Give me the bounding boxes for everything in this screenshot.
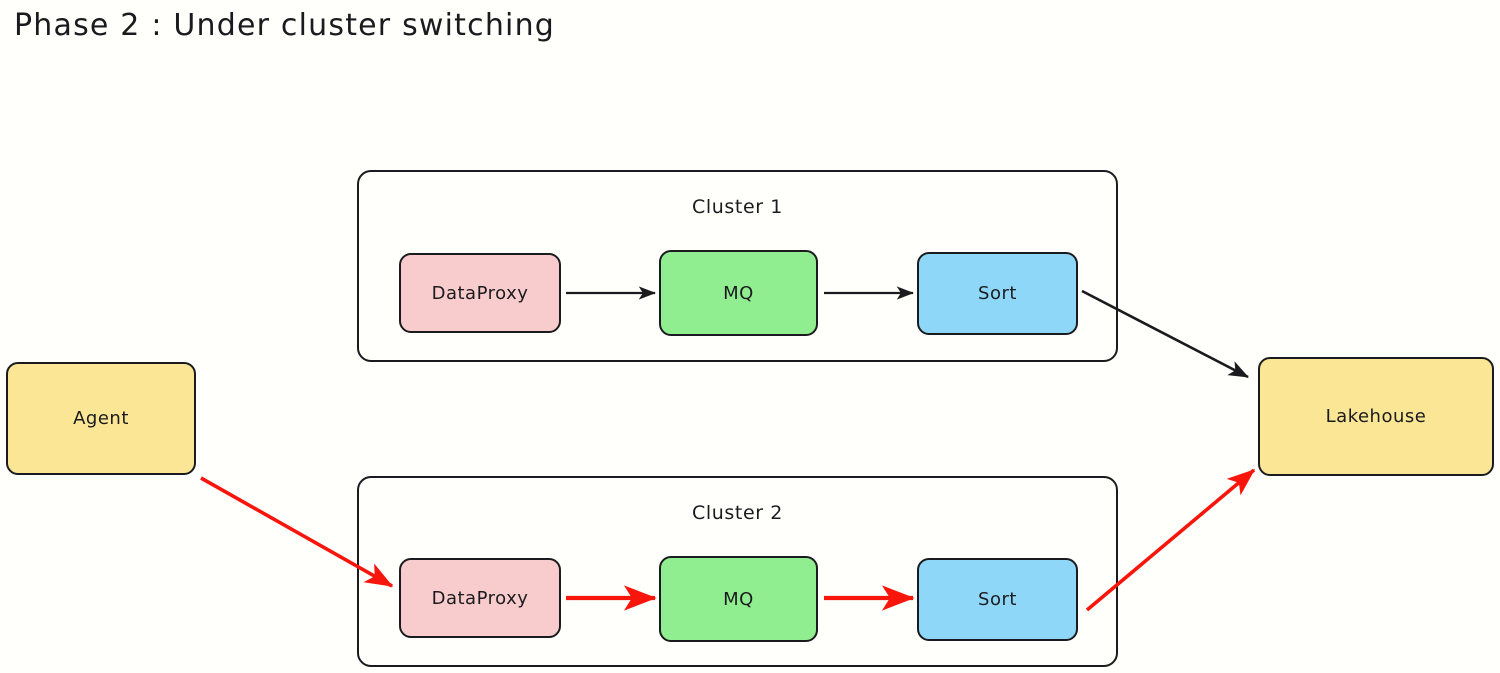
cluster-1-mq-label: MQ (723, 282, 754, 304)
agent-node[interactable]: Agent (6, 362, 196, 475)
lakehouse-label: Lakehouse (1325, 406, 1427, 427)
cluster-1-label: Cluster 1 (692, 196, 783, 218)
cluster-2-dataproxy-node[interactable]: DataProxy (399, 558, 561, 638)
cluster-2-sort-label: Sort (978, 589, 1017, 610)
cluster-1-mq-node[interactable]: MQ (659, 250, 818, 336)
cluster-1-dataproxy-label: DataProxy (431, 282, 529, 304)
cluster-1-sort-label: Sort (978, 283, 1017, 304)
cluster-2-label: Cluster 2 (692, 502, 783, 524)
cluster-1-sort-node[interactable]: Sort (917, 252, 1078, 335)
cluster-2-mq-label: MQ (723, 588, 754, 610)
page-title: Phase 2 : Under cluster switching (14, 8, 556, 43)
cluster-2-sort-node[interactable]: Sort (917, 558, 1078, 641)
cluster-2-mq-node[interactable]: MQ (659, 556, 818, 642)
lakehouse-node[interactable]: Lakehouse (1258, 357, 1494, 476)
cluster-1-container[interactable]: Cluster 1 (357, 170, 1118, 362)
cluster-1-dataproxy-node[interactable]: DataProxy (399, 253, 561, 333)
cluster-2-dataproxy-label: DataProxy (431, 587, 529, 609)
agent-label: Agent (73, 408, 129, 429)
